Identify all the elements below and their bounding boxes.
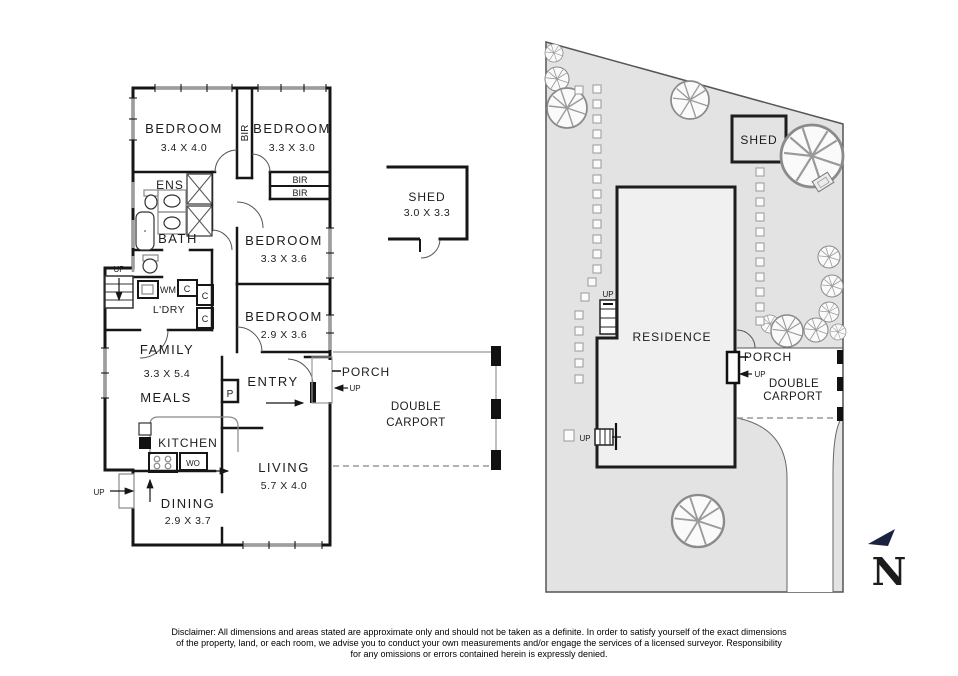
- garden-object: [811, 171, 835, 193]
- rear-up-label: UP: [93, 488, 104, 497]
- site-up-rear-label: UP: [579, 434, 590, 443]
- site-up-left-label: UP: [602, 290, 613, 299]
- wall-oven: [179, 452, 208, 471]
- carport-fp: DOUBLE CARPORT: [333, 346, 501, 470]
- site-porch-up-label: UP: [754, 370, 765, 379]
- living-label: LIVING: [258, 460, 310, 475]
- pantry-cupboard: [220, 378, 240, 404]
- disclaimer-line-3: for any omissions or errors contained he…: [350, 649, 608, 659]
- porch-label: PORCH: [342, 365, 390, 379]
- shed-fp: SHED 3.0 X 3.3: [386, 165, 469, 259]
- north-label: N: [872, 549, 907, 594]
- front-door: [266, 382, 316, 407]
- meals-label: MEALS: [140, 390, 192, 405]
- door-arcs: [139, 149, 314, 384]
- porch-up-label: UP: [349, 384, 360, 393]
- site-shed-label: SHED: [740, 133, 777, 147]
- floor-plan: UP UP PO: [93, 84, 501, 549]
- cooktop: [148, 452, 178, 473]
- internal-stairs: UP: [104, 265, 134, 309]
- bedroom3-dims: 3.3 X 3.6: [261, 253, 308, 265]
- bedroom1-dims: 3.4 X 4.0: [161, 142, 208, 154]
- ens-label: ENS: [156, 178, 184, 192]
- bedroom3-label: BEDROOM: [245, 233, 323, 248]
- site-carport-label-1: DOUBLE: [769, 378, 819, 390]
- room-labels: BEDROOM 3.4 X 4.0 BIR BEDROOM 3.3 X 3.0 …: [140, 121, 331, 527]
- disclaimer-line-2: of the property, land, or each room, we …: [176, 638, 782, 648]
- porch-fp: PORCH UP: [311, 356, 390, 404]
- toilet: [144, 194, 158, 210]
- site-driveway: [737, 418, 841, 592]
- toilet: [142, 258, 158, 274]
- shed-label: SHED: [408, 190, 445, 204]
- bir1-label: BIR: [292, 175, 308, 185]
- kitchen-fixtures: [138, 416, 239, 475]
- site-carport-label-2: CARPORT: [763, 391, 823, 403]
- pantry-label: P: [227, 389, 234, 400]
- bedroom4-dims: 2.9 X 3.6: [261, 329, 308, 341]
- disclaimer-line-1: Disclaimer: All dimensions and areas sta…: [171, 627, 787, 637]
- wm-label: WM: [160, 285, 176, 295]
- bir2-label: BIR: [292, 188, 308, 198]
- basin: [163, 216, 181, 230]
- c2-label: C: [202, 291, 209, 301]
- fridge: [138, 422, 152, 436]
- site-shed: [730, 114, 788, 164]
- site-residence-outline: [595, 185, 737, 469]
- site-residence-label: RESIDENCE: [632, 330, 711, 344]
- dining-label: DINING: [161, 496, 216, 511]
- site-plan: RESIDENCE SHED: [544, 41, 847, 593]
- disclaimer: Disclaimer: All dimensions and areas sta…: [109, 627, 849, 660]
- stairs-up-label: UP: [113, 265, 124, 274]
- laundry-label: L'DRY: [153, 304, 185, 316]
- site-porch-label: PORCH: [744, 350, 792, 364]
- family-dims: 3.3 X 5.4: [144, 368, 191, 380]
- basin: [163, 194, 181, 208]
- bir-vertical-label: BIR: [240, 125, 251, 142]
- site-carport-area: [737, 348, 842, 418]
- entry-label: ENTRY: [247, 374, 298, 389]
- bedroom4-label: BEDROOM: [245, 309, 323, 324]
- c3-label: C: [202, 314, 209, 324]
- c1-label: C: [184, 284, 191, 294]
- wo-label: WO: [186, 459, 200, 468]
- laundry-fixtures: [137, 279, 214, 329]
- site-porch: PORCH UP: [725, 350, 792, 385]
- bedroom2-label: BEDROOM: [253, 121, 331, 136]
- carport-label-1: DOUBLE: [391, 401, 441, 413]
- shed-dims: 3.0 X 3.3: [404, 207, 451, 219]
- bathroom-fixtures: [135, 173, 213, 274]
- stepping-stones: [574, 84, 765, 384]
- dining-dims: 2.9 X 3.7: [165, 515, 212, 527]
- kitchen-label: KITCHEN: [158, 436, 218, 450]
- living-dims: 5.7 X 4.0: [261, 480, 308, 492]
- rear-door: UP: [93, 473, 154, 509]
- site-stairs-left: UP: [599, 290, 617, 335]
- family-label: FAMILY: [140, 342, 194, 357]
- bedroom1-label: BEDROOM: [145, 121, 223, 136]
- north-arrow: N: [868, 529, 906, 594]
- north-arrow-pointer: [868, 529, 895, 546]
- windows: [101, 84, 334, 549]
- bedroom2-dims: 3.3 X 3.0: [269, 142, 316, 154]
- bath-label: BATH: [158, 231, 198, 246]
- carport-label-2: CARPORT: [386, 417, 446, 429]
- site-steps-rear: UP: [563, 423, 621, 450]
